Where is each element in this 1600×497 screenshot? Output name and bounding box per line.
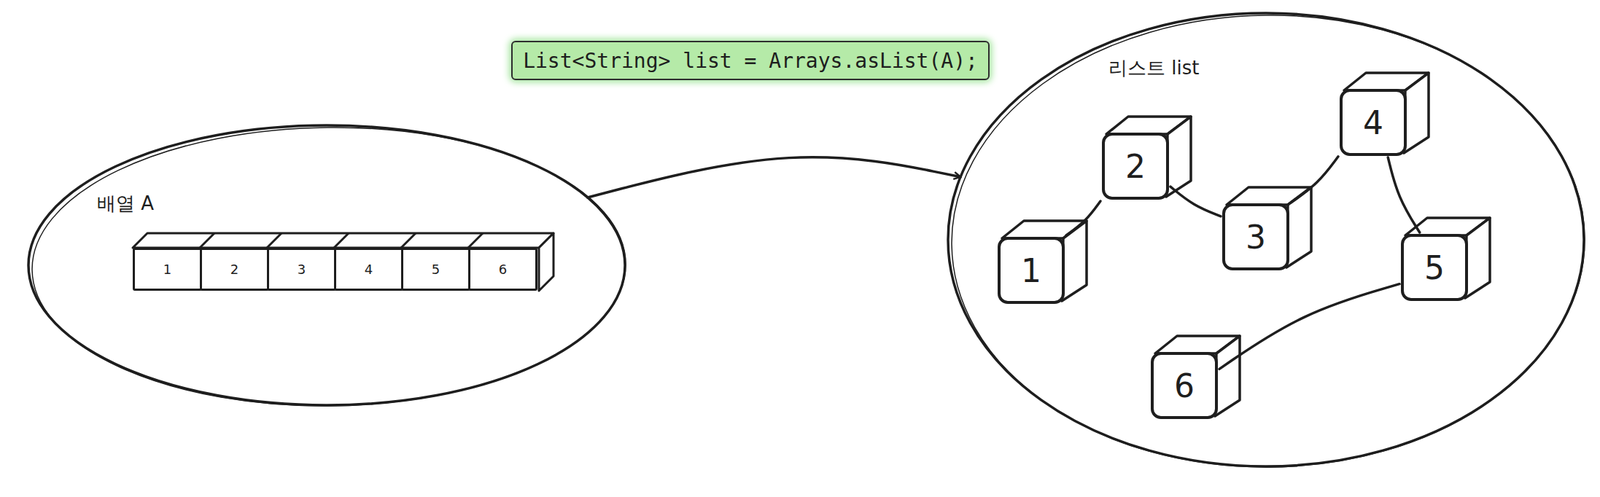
- array-cell: 5: [401, 247, 471, 291]
- array-cell: 6: [468, 247, 538, 291]
- list-region: 리스트 list 1 2 3 4 5 6: [945, 10, 1587, 470]
- link-line: [1387, 157, 1420, 233]
- array-seam: [266, 233, 282, 248]
- list-element-cube: 3: [1222, 203, 1290, 271]
- list-element-cube: 5: [1400, 234, 1469, 302]
- list-element-cube: 4: [1339, 88, 1407, 157]
- ellipse-stroke: [948, 13, 1584, 467]
- element-number: 6: [498, 261, 507, 278]
- element-number: 5: [1424, 249, 1445, 287]
- array-depth: [132, 233, 554, 291]
- element-number: 2: [1125, 148, 1146, 186]
- element-number: 3: [297, 261, 306, 278]
- code-label: List<String> list = Arrays.asList(A);: [511, 40, 990, 81]
- region-title: 리스트 list: [1108, 55, 1199, 81]
- array-side: [538, 233, 554, 291]
- list-element-cube: 6: [1150, 352, 1218, 420]
- cube-face: [1465, 218, 1490, 299]
- link-line: [1170, 186, 1221, 217]
- region-title: 배열 A: [96, 191, 154, 217]
- link-line: [1066, 201, 1101, 236]
- cube-face: [1286, 187, 1312, 268]
- element-number: 4: [364, 261, 373, 278]
- cube-face: [1214, 336, 1240, 417]
- array-cell: 1: [132, 247, 203, 291]
- conversion-arrow: [587, 157, 961, 198]
- cube-face: [1403, 72, 1429, 154]
- array-seam: [468, 233, 483, 248]
- array-region: 배열 A 1 2 3 4 5 6: [25, 122, 628, 409]
- array-seam: [334, 233, 349, 248]
- array-cell: 3: [266, 247, 337, 291]
- array-seam: [199, 233, 215, 248]
- element-number: 4: [1362, 104, 1384, 142]
- list-element-cube: 2: [1101, 132, 1170, 200]
- element-number: 2: [230, 261, 239, 278]
- ellipse-stroke: [28, 125, 625, 406]
- code-text: List<String> list = Arrays.asList(A);: [522, 48, 978, 73]
- element-number: 6: [1174, 367, 1195, 405]
- array-seam: [401, 233, 416, 248]
- ellipse-sketch: [949, 11, 1587, 471]
- array-cell: 4: [334, 247, 404, 291]
- link-line: [1219, 284, 1400, 370]
- cube-face: [1061, 220, 1087, 302]
- cube-face: [1166, 116, 1191, 197]
- element-number: 5: [431, 261, 440, 278]
- array-cell: 2: [199, 247, 270, 291]
- link-line: [1290, 156, 1339, 203]
- element-number: 3: [1245, 218, 1266, 256]
- ellipse-sketch: [30, 124, 628, 410]
- array-top: [132, 233, 554, 248]
- list-element-cube: 1: [997, 237, 1065, 305]
- cube-depths: [1002, 72, 1490, 417]
- element-number: 1: [1020, 252, 1042, 290]
- element-number: 1: [163, 261, 172, 278]
